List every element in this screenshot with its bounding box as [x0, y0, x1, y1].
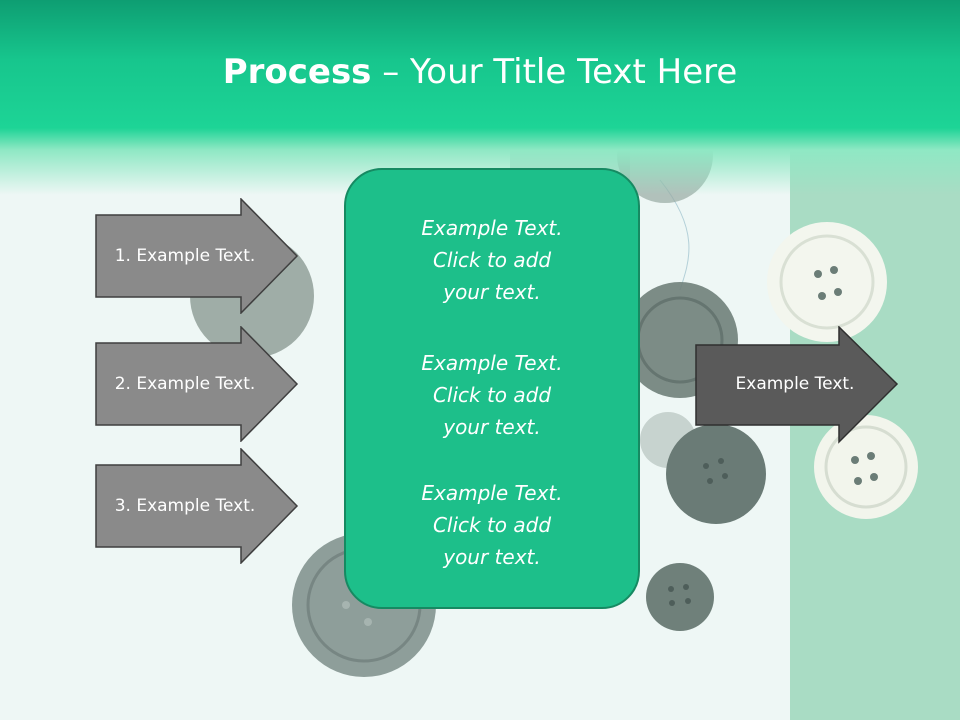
center-text-block-1[interactable]: Example Text. Click to add your text. — [344, 212, 640, 308]
center-text-line: your text. — [443, 280, 541, 304]
input-arrow-3[interactable] — [95, 448, 299, 564]
center-text-line: Click to add — [432, 513, 552, 537]
center-text-line: Click to add — [432, 248, 552, 272]
output-arrow[interactable] — [695, 326, 899, 444]
center-text-line: your text. — [443, 545, 541, 569]
title-bold: Process — [222, 52, 372, 92]
center-text-block-2[interactable]: Example Text. Click to add your text. — [344, 347, 640, 443]
input-arrow-1-label: 1. Example Text. — [114, 246, 256, 266]
center-text-line: Click to add — [432, 383, 552, 407]
center-text-line: Example Text. — [421, 481, 563, 505]
slide-title: Process – Your Title Text Here — [0, 52, 960, 92]
input-arrow-3-label: 3. Example Text. — [114, 496, 256, 516]
input-arrow-2[interactable] — [95, 326, 299, 442]
title-bar — [0, 0, 960, 195]
input-arrow-2-label: 2. Example Text. — [114, 374, 256, 394]
input-arrow-1[interactable] — [95, 198, 299, 314]
center-text-line: your text. — [443, 415, 541, 439]
center-process-box[interactable] — [344, 168, 640, 609]
title-rest: – Your Title Text Here — [371, 52, 738, 92]
center-text-line: Example Text. — [421, 216, 563, 240]
center-text-block-3[interactable]: Example Text. Click to add your text. — [344, 477, 640, 573]
center-text-line: Example Text. — [421, 351, 563, 375]
output-arrow-label: Example Text. — [735, 374, 855, 394]
